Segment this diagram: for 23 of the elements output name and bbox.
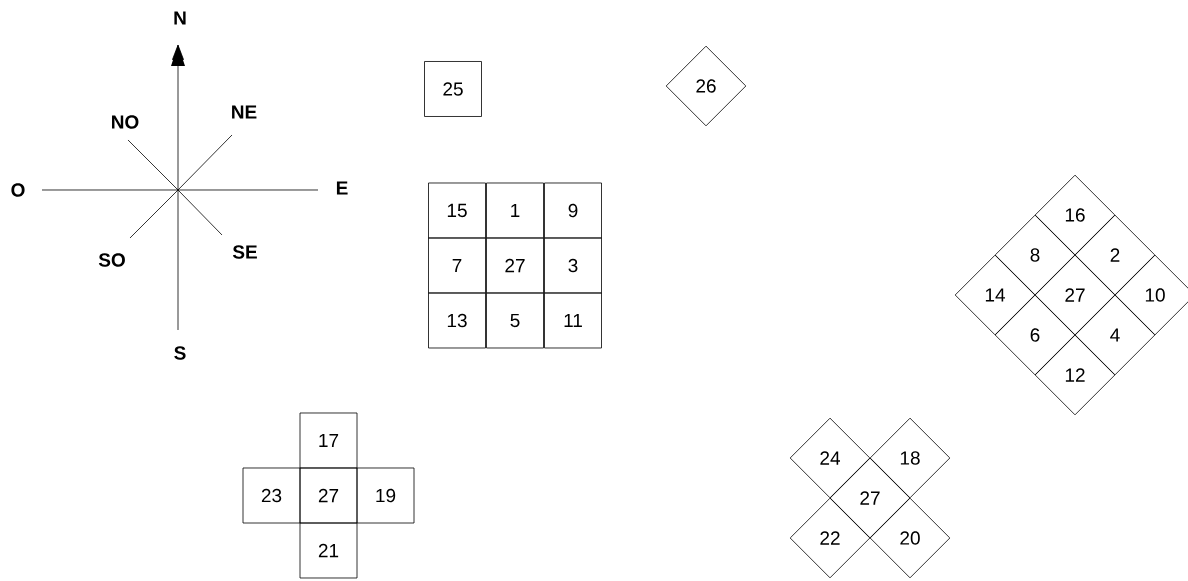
number-cell: 11: [544, 292, 602, 349]
number-cell: 27: [486, 237, 544, 294]
number-cell: 5: [486, 292, 544, 349]
direction-label: NO: [112, 115, 139, 129]
number-cell: 3: [544, 237, 602, 294]
direction-label: O: [11, 183, 25, 197]
number-cell: 17: [299, 412, 358, 469]
direction-label: SO: [98, 253, 125, 267]
number-cell: 21: [299, 522, 358, 579]
number-cell: 1: [486, 182, 544, 239]
direction-label: S: [174, 346, 186, 360]
number-cell: 27: [299, 467, 358, 524]
number-cell: 9: [544, 182, 602, 239]
number-cell: 7: [428, 237, 486, 294]
number-cell: 23: [242, 467, 301, 524]
number-cell: 15: [428, 182, 486, 239]
direction-label: E: [336, 181, 348, 195]
number-cell: 19: [356, 467, 415, 524]
direction-label: SE: [232, 245, 257, 259]
direction-label: NE: [232, 105, 257, 119]
number-cell: 13: [428, 292, 486, 349]
direction-label: N: [174, 11, 186, 25]
number-cell: 25: [424, 61, 482, 117]
